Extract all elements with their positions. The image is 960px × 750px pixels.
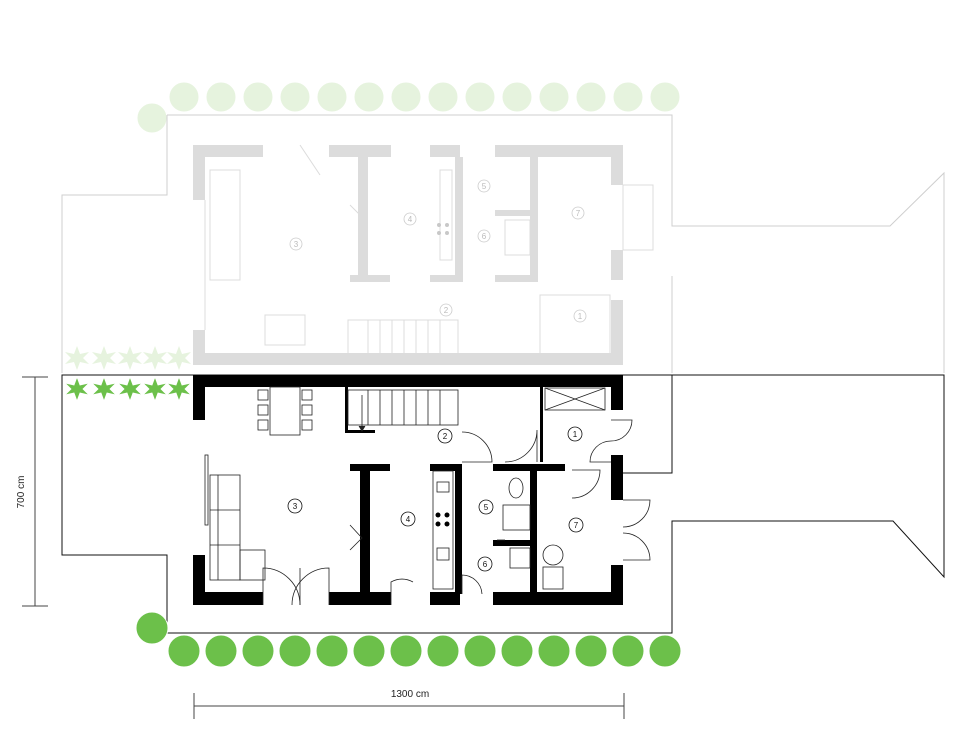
- room-7-label: 7: [574, 521, 579, 530]
- ghost-stove-icon: [437, 223, 449, 235]
- star-shrub-icon: [63, 375, 91, 403]
- room-2-label: 2: [443, 432, 448, 441]
- dining-table: [257, 386, 313, 436]
- room-1-label: 1: [573, 430, 578, 439]
- star-shrub-icon: [92, 346, 116, 370]
- room-1-marker: [567, 426, 583, 442]
- ground-floor-plan: 1 2 3 4 5 6 7: [61, 374, 945, 668]
- round-tree-icon: [427, 81, 459, 113]
- room-3-label: 3: [293, 502, 298, 511]
- star-shrub-icon: [116, 375, 144, 403]
- ghost-plot-outline: [61, 114, 945, 373]
- round-tree-icon: [612, 81, 644, 113]
- round-tree-icon: [537, 634, 571, 668]
- stove-icon: [435, 512, 450, 527]
- round-tree-icon: [278, 634, 312, 668]
- star-shrub-icon: [65, 346, 89, 370]
- star-shrub-icon: [118, 346, 142, 370]
- round-tree-icon: [574, 634, 608, 668]
- room-4-marker: [400, 511, 416, 527]
- room-2-marker: [437, 428, 453, 444]
- star-shrub-icon: [141, 375, 169, 403]
- star-shrub-icon: [165, 375, 193, 403]
- room-6-label: 6: [483, 560, 488, 569]
- sofa: [204, 454, 266, 581]
- round-tree-icon: [649, 81, 681, 113]
- shrub-row: [63, 375, 193, 403]
- ghost-details: [204, 144, 654, 356]
- round-tree-icon: [463, 634, 497, 668]
- room-6-marker: [477, 556, 493, 572]
- room-4-label: 4: [406, 515, 411, 524]
- round-tree-icon: [426, 634, 460, 668]
- round-tree-icon: [315, 634, 349, 668]
- ghost-room-3-label: 3: [294, 240, 299, 249]
- room-7-marker: [568, 517, 584, 533]
- ghost-walls: [193, 145, 623, 365]
- round-tree-icon: [464, 81, 496, 113]
- round-tree-icon: [167, 634, 201, 668]
- ghost-room-4-label: 4: [408, 215, 413, 224]
- upper-floor-ghost: 1 2 3 4 5 6 7: [61, 81, 945, 373]
- ghost-room-6-label: 6: [482, 232, 487, 241]
- bathroom-fixtures: [497, 477, 564, 590]
- height-dimension-label: 700 cm: [16, 476, 27, 509]
- wardrobe: [544, 387, 606, 411]
- dimension-lines: [22, 376, 625, 719]
- room-5-label: 5: [484, 503, 489, 512]
- kitchen-counter: [432, 470, 454, 590]
- round-tree-icon: [538, 81, 570, 113]
- ghost-room-1-label: 1: [578, 312, 583, 321]
- round-tree-icon: [204, 634, 238, 668]
- round-tree-icon: [205, 81, 237, 113]
- star-shrub-icon: [90, 375, 118, 403]
- ghost-room-5-label: 5: [482, 182, 487, 191]
- tree-row: [135, 611, 682, 668]
- round-tree-icon: [316, 81, 348, 113]
- round-tree-icon: [648, 634, 682, 668]
- round-tree-icon: [353, 81, 385, 113]
- width-dimension-label: 1300 cm: [391, 689, 429, 700]
- round-tree-icon: [279, 81, 311, 113]
- stair-icon: [347, 389, 459, 432]
- round-tree-icon: [352, 634, 386, 668]
- round-tree-icon: [136, 102, 168, 134]
- round-tree-icon: [135, 611, 169, 645]
- round-tree-icon: [575, 81, 607, 113]
- star-shrub-icon: [143, 346, 167, 370]
- ghost-room-7-label: 7: [576, 209, 581, 218]
- round-tree-icon: [611, 634, 645, 668]
- walls: [193, 375, 623, 605]
- room-5-marker: [478, 499, 494, 515]
- round-tree-icon: [168, 81, 200, 113]
- ghost-room-markers: [289, 179, 587, 323]
- annex-outline: [623, 374, 673, 474]
- round-tree-icon: [501, 81, 533, 113]
- ghost-tree-row: [136, 81, 681, 134]
- room-3-marker: [287, 498, 303, 514]
- round-tree-icon: [500, 634, 534, 668]
- plot-outline: [61, 374, 945, 634]
- round-tree-icon: [389, 634, 423, 668]
- round-tree-icon: [242, 81, 274, 113]
- round-tree-icon: [241, 634, 275, 668]
- room-markers: [287, 426, 584, 572]
- ghost-room-2-label: 2: [444, 306, 449, 315]
- door-swing-icon: [262, 419, 651, 606]
- round-tree-icon: [390, 81, 422, 113]
- ghost-shrub-row: [65, 346, 191, 370]
- star-shrub-icon: [167, 346, 191, 370]
